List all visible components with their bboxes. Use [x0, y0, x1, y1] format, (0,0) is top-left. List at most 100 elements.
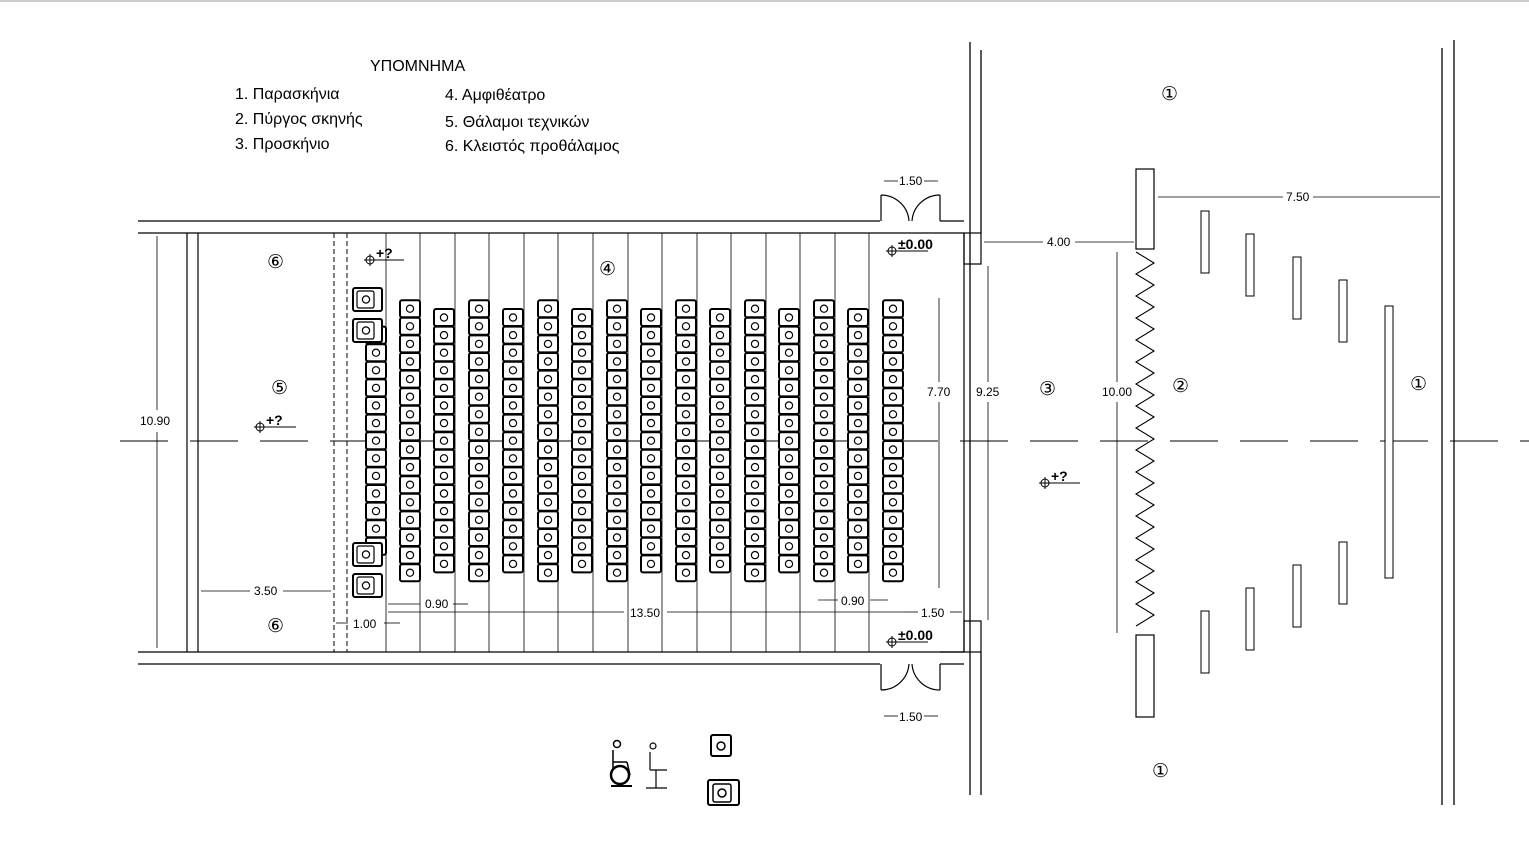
seat: [606, 299, 628, 319]
seat: [778, 554, 800, 574]
seat: [847, 308, 869, 327]
door-bottom: [880, 663, 941, 691]
seat: [365, 396, 387, 415]
seat: [468, 492, 490, 512]
seat: [502, 431, 524, 451]
stage-walls: [969, 40, 1455, 805]
legend: ΥΠΟΜΝΗΜΑ 1. Παρασκήνια 2. Πύργος σκηνής …: [235, 58, 620, 155]
seat: [365, 378, 387, 398]
seat: [813, 422, 835, 442]
seat: [433, 536, 455, 556]
seat: [606, 563, 628, 583]
seat: [813, 316, 835, 336]
seat: [778, 484, 800, 503]
seat: [709, 308, 731, 327]
seat: [778, 519, 800, 539]
zone-backstage-top: ①: [1161, 84, 1178, 105]
seat: [468, 334, 490, 354]
seat: [882, 387, 904, 407]
seat: [640, 484, 662, 503]
seat: [365, 360, 387, 380]
seat: [744, 457, 766, 477]
seat: [399, 369, 421, 389]
seat: [433, 519, 455, 539]
dim-aisle-front: 1.00: [353, 617, 377, 631]
seat: [675, 457, 697, 477]
seat: [778, 448, 800, 468]
seat: [571, 413, 593, 433]
seat: [813, 387, 835, 407]
level-marker-entrance-top: ±0.00: [886, 236, 933, 257]
legend-item-1: 1. Παρασκήνια: [235, 86, 340, 103]
seat: [847, 378, 869, 398]
seat: [399, 528, 421, 547]
seat: [709, 325, 731, 345]
legend-item-5: 5. Θάλαμοι τεχνικών: [445, 114, 589, 131]
legend-item-2: 2. Πύργος σκηνής: [235, 111, 363, 128]
seat: [468, 387, 490, 407]
seat: [399, 387, 421, 407]
seat: [640, 360, 662, 380]
seat: [433, 484, 455, 503]
seat: [537, 545, 559, 565]
seat: [813, 528, 835, 547]
seat: [571, 360, 593, 380]
seat: [709, 501, 731, 521]
seat: [537, 334, 559, 354]
seat: [675, 404, 697, 424]
svg-text:+?: +?: [1051, 468, 1068, 484]
seat: [537, 440, 559, 459]
seat: [675, 475, 697, 495]
seat: [744, 563, 766, 583]
wheelchair-place: [352, 542, 383, 567]
seat: [433, 448, 455, 468]
seat: [537, 299, 559, 319]
level-marker-entrance-bottom: ±0.00: [886, 627, 933, 648]
seat: [882, 492, 904, 512]
seat: [882, 422, 904, 442]
seat: [640, 396, 662, 415]
seat: [399, 510, 421, 530]
seat: [537, 475, 559, 495]
dim-tower-width: 10.00: [1102, 385, 1132, 399]
seat: [847, 554, 869, 574]
level-marker-booth: +?: [254, 412, 296, 433]
seat: [640, 448, 662, 468]
seat: [606, 334, 628, 354]
seat: [709, 484, 731, 503]
wing-flats: [1200, 210, 1394, 674]
seat: [365, 484, 387, 503]
seat: [399, 457, 421, 477]
seat: [640, 413, 662, 433]
seat: [399, 545, 421, 565]
zigzag-curtain: [1134, 251, 1156, 627]
seat: [640, 325, 662, 345]
seat: [571, 554, 593, 574]
seat: [847, 448, 869, 468]
seat: [537, 316, 559, 336]
seat: [709, 448, 731, 468]
seat: [433, 343, 455, 363]
seat: [709, 396, 731, 415]
wheelchair-place: [352, 318, 383, 343]
legend-item-6: 6. Κλειστός προθάλαμος: [445, 138, 620, 155]
seat: [433, 396, 455, 415]
zone-tech-booth: ⑤: [271, 378, 288, 399]
seat: [778, 396, 800, 415]
seat: [468, 510, 490, 530]
seat: [640, 519, 662, 539]
seat: [882, 440, 904, 459]
dim-stage-span: 7.50: [1286, 190, 1310, 204]
seat: [365, 519, 387, 539]
seat: [882, 528, 904, 547]
seat: [537, 510, 559, 530]
svg-text:+?: +?: [376, 245, 393, 261]
dim-proscenium-depth: 4.00: [1047, 235, 1071, 249]
seat: [468, 369, 490, 389]
seat: [468, 316, 490, 336]
seat: [399, 563, 421, 583]
seat: [847, 501, 869, 521]
legend-item-3: 3. Προσκήνιο: [235, 136, 330, 153]
seat: [640, 554, 662, 574]
seat: [571, 378, 593, 398]
